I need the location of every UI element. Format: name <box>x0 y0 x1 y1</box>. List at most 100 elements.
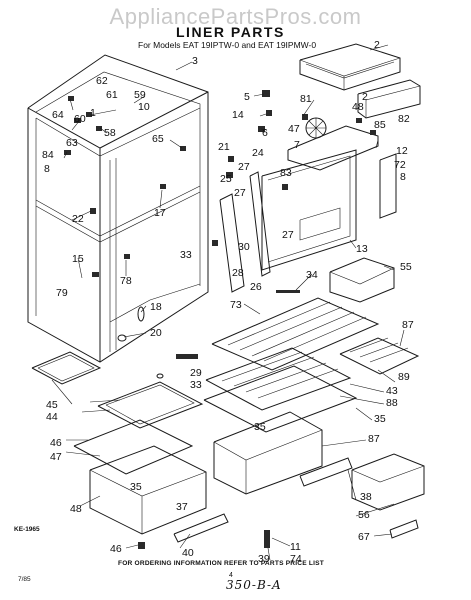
callout-62: 62 <box>96 75 108 87</box>
crisper-pan-87 <box>213 411 323 495</box>
callout-35-left: 35 <box>130 481 142 493</box>
callout-18: 20 <box>150 327 162 339</box>
callout-6: 6 <box>262 127 268 139</box>
callout-72: 72 <box>394 159 406 171</box>
callout-38: 39 <box>258 553 270 565</box>
small-hardware <box>138 290 300 549</box>
callout-44: 47 <box>50 451 62 463</box>
crisper-front-37 <box>299 457 353 487</box>
callout-35-right: 35 <box>254 421 266 433</box>
callout-63: 63 <box>66 137 78 149</box>
callout-7: 7 <box>294 139 300 151</box>
callout-8-right: 8 <box>400 171 406 183</box>
callout-3: 3 <box>192 55 198 67</box>
shelf-frame-43 <box>73 419 194 475</box>
callout-25: 25 <box>220 173 232 185</box>
callout-labels: 2 3 81 48 2 62 61 59 10 60 64 1 58 63 84… <box>42 39 414 565</box>
callout-2-mid: 2 <box>362 91 368 103</box>
callout-14: 17 <box>154 207 166 219</box>
callout-85: 87 <box>402 319 414 331</box>
callout-27-c: 27 <box>282 229 294 241</box>
handwritten-note: 350-B-A <box>226 578 282 592</box>
shelf-frame-34 <box>203 365 358 433</box>
callout-64: 64 <box>52 109 64 121</box>
date-code: 7/85 <box>18 576 31 583</box>
callout-34: 35 <box>374 413 386 425</box>
callout-83: 85 <box>374 119 386 131</box>
ice-tray-85 <box>339 337 420 375</box>
callout-35-mid: 37 <box>176 501 188 513</box>
callout-8-left: 8 <box>44 163 50 175</box>
callout-56: 56 <box>358 509 370 521</box>
callout-33: 34 <box>306 269 318 281</box>
callout-5: 5 <box>244 91 250 103</box>
shelf-74 <box>211 297 380 371</box>
callout-48: 48 <box>352 101 364 113</box>
callout-22: 26 <box>250 281 262 293</box>
leader-lines <box>51 44 405 561</box>
callout-47: 47 <box>288 123 300 135</box>
callout-87: 87 <box>368 433 380 445</box>
callout-65: 65 <box>152 133 164 145</box>
callout-73: 74 <box>290 553 302 565</box>
callout-84: 84 <box>42 149 54 161</box>
callout-17: 18 <box>150 301 162 313</box>
callout-21: 22 <box>72 213 84 225</box>
callout-30: 33 <box>190 379 202 391</box>
bin-handle-67 <box>389 519 419 539</box>
callout-29: 33 <box>180 249 192 261</box>
callout-55: 55 <box>400 261 412 273</box>
callout-11: 12 <box>396 145 408 157</box>
callout-27-a: 27 <box>238 161 250 173</box>
callout-67: 67 <box>358 531 370 543</box>
callout-15: 14 <box>232 109 244 121</box>
callout-10: 11 <box>290 541 301 553</box>
diagram-title: LINER PARTS <box>176 24 285 40</box>
callout-12: 13 <box>356 243 368 255</box>
callout-81: 81 <box>300 93 312 105</box>
upper-right-parts <box>212 43 421 293</box>
callout-26: 29 <box>190 367 202 379</box>
callout-79: 83 <box>280 167 292 179</box>
vegetable-pan-45 <box>89 445 207 535</box>
liner-fittings <box>64 96 186 342</box>
pan-cover-39 <box>173 513 229 543</box>
callout-37: 38 <box>360 491 372 503</box>
door-bin-56 <box>351 453 425 511</box>
callout-61: 61 <box>106 89 118 101</box>
callout-2-top: 2 <box>374 39 380 51</box>
callout-9: 10 <box>138 101 150 113</box>
callout-46: 46 <box>110 543 122 555</box>
callout-82: 82 <box>398 113 410 125</box>
callout-40: 43 <box>386 385 398 397</box>
callout-13: 15 <box>72 253 84 265</box>
callout-60: 60 <box>74 113 86 125</box>
callout-1: 1 <box>90 107 96 119</box>
callout-59: 58 <box>104 127 116 139</box>
liner-cabinet <box>27 54 209 363</box>
shelf-41 <box>97 381 204 429</box>
callout-45: 48 <box>70 503 82 515</box>
callout-27-d: 28 <box>232 267 244 279</box>
callout-39: 40 <box>182 547 194 559</box>
callout-20: 21 <box>218 141 230 153</box>
callout-41: 44 <box>46 411 58 423</box>
callout-24: 24 <box>252 147 264 159</box>
door-bin-55 <box>329 257 395 303</box>
ordering-footer-note: FOR ORDERING INFORMATION REFER TO PARTS … <box>118 560 324 567</box>
callout-43: 46 <box>50 437 62 449</box>
document-code: KE-1965 <box>14 526 40 533</box>
callout-28: 30 <box>238 241 250 253</box>
callout-27-b: 27 <box>234 187 246 199</box>
model-subtitle: For Models EAT 19IPTW-0 and EAT 19IPMW-0 <box>138 40 317 50</box>
callout-58: 59 <box>134 89 146 101</box>
callout-77: 78 <box>120 275 132 287</box>
freezer-tray-42 <box>31 351 102 385</box>
callout-74: 73 <box>230 299 242 311</box>
callout-42: 45 <box>46 399 58 411</box>
watermark: AppliancePartsPros.com <box>109 4 362 29</box>
callout-88: 88 <box>386 397 398 409</box>
shelf-40 <box>205 347 352 411</box>
callout-89: 89 <box>398 371 410 383</box>
